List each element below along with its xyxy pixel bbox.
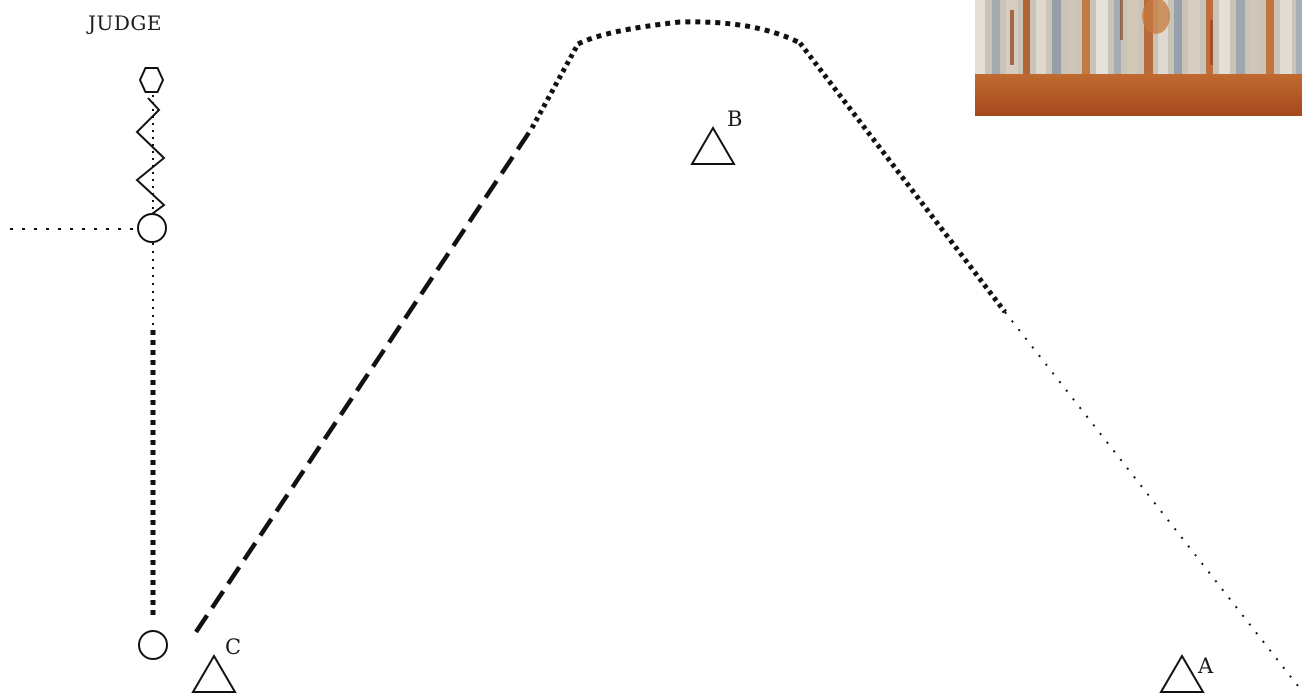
triangle-icon <box>1161 656 1203 692</box>
marker-label-c: C <box>225 635 241 659</box>
path-top-left <box>532 44 578 128</box>
marker-label-a: A <box>1197 654 1214 678</box>
hexagon-icon <box>140 68 163 92</box>
triangle-icon <box>692 128 734 164</box>
junction-circle <box>138 214 166 242</box>
judge-label: JUDGE <box>86 11 162 35</box>
path-top-arch <box>578 22 800 44</box>
course-path <box>196 22 1298 686</box>
path-left-leg <box>196 128 532 632</box>
judge-stand: JUDGE <box>10 11 167 659</box>
zigzag-icon <box>137 98 164 214</box>
marker-label-b: B <box>727 107 742 131</box>
marker-a: A <box>1161 654 1214 692</box>
triangle-icon <box>193 656 235 692</box>
marker-c: C <box>193 635 241 692</box>
corrugated-metal-photo <box>975 0 1302 116</box>
marker-b: B <box>692 107 742 164</box>
start-circle <box>139 631 167 659</box>
path-right-upper <box>800 43 1005 312</box>
path-right-lower <box>1005 312 1298 686</box>
